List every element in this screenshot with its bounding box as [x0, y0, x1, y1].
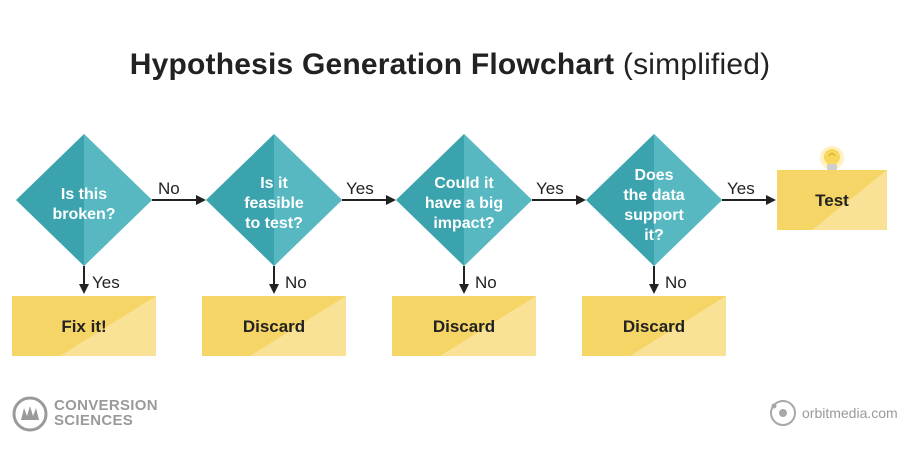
forward-edge: Yes [532, 179, 586, 205]
decision-diamond: Is this broken? [16, 134, 152, 266]
outcome-box: Discard [582, 296, 726, 356]
down-edge: No [269, 266, 307, 294]
forward-edge: Yes [722, 179, 776, 205]
decision-text-line: Could it [434, 175, 494, 192]
outcome-label: Discard [433, 317, 495, 336]
down-edge: Yes [79, 266, 120, 294]
final-label: Test [815, 191, 849, 210]
forward-edge: Yes [342, 179, 396, 205]
edge-label: No [665, 273, 687, 292]
decision-text-line: support [624, 207, 684, 224]
title-sub: (simplified) [622, 48, 771, 81]
edge-label: Yes [536, 179, 564, 198]
down-edge: No [459, 266, 497, 294]
decision-text-line: have a big [425, 195, 503, 212]
final-box: Test [777, 170, 887, 230]
decision-diamond: Is it feasible to test? [206, 134, 342, 266]
orbit-media-logo: orbitmedia.com [768, 398, 898, 428]
outcome-label: Discard [623, 317, 685, 336]
decision-text-line: Is this [61, 186, 107, 203]
outcome-label: Discard [243, 317, 305, 336]
decision-text-line: it? [644, 227, 664, 244]
outcome-box: Discard [392, 296, 536, 356]
orbit-media-logo-icon [770, 400, 796, 426]
decision-text-line: broken? [52, 206, 115, 223]
outcome-box: Fix it! [12, 296, 156, 356]
title-main: Hypothesis Generation Flowchart [129, 48, 615, 81]
decision-text-line: impact? [433, 215, 494, 232]
edge-label: No [285, 273, 307, 292]
decision-diamond: Does the data support it? [586, 134, 722, 266]
forward-edge: No [152, 179, 206, 205]
logo-text-line: CONVERSION [54, 397, 158, 414]
lightbulb-icon [820, 146, 844, 170]
decision-text-line: Is it [260, 175, 288, 192]
decision-text-line: Does [634, 167, 673, 184]
edge-label: No [158, 179, 180, 198]
logo-text-line: SCIENCES [54, 412, 134, 429]
down-edge: No [649, 266, 687, 294]
conversion-sciences-logo: CONVERSION SCIENCES [12, 396, 172, 432]
conversion-sciences-logo-icon [12, 396, 48, 432]
edge-label: Yes [346, 179, 374, 198]
edge-label: No [475, 273, 497, 292]
edge-label: Yes [92, 273, 120, 292]
decision-text-line: to test? [245, 215, 303, 232]
outcome-box: Discard [202, 296, 346, 356]
decision-diamond: Could it have a big impact? [396, 134, 532, 266]
page-title: Hypothesis Generation Flowchart (simplif… [0, 48, 900, 82]
outcome-label: Fix it! [61, 317, 106, 336]
logo-text: orbitmedia.com [802, 405, 898, 421]
decision-text-line: the data [623, 187, 684, 204]
decision-text-line: feasible [244, 195, 304, 212]
edge-label: Yes [727, 179, 755, 198]
